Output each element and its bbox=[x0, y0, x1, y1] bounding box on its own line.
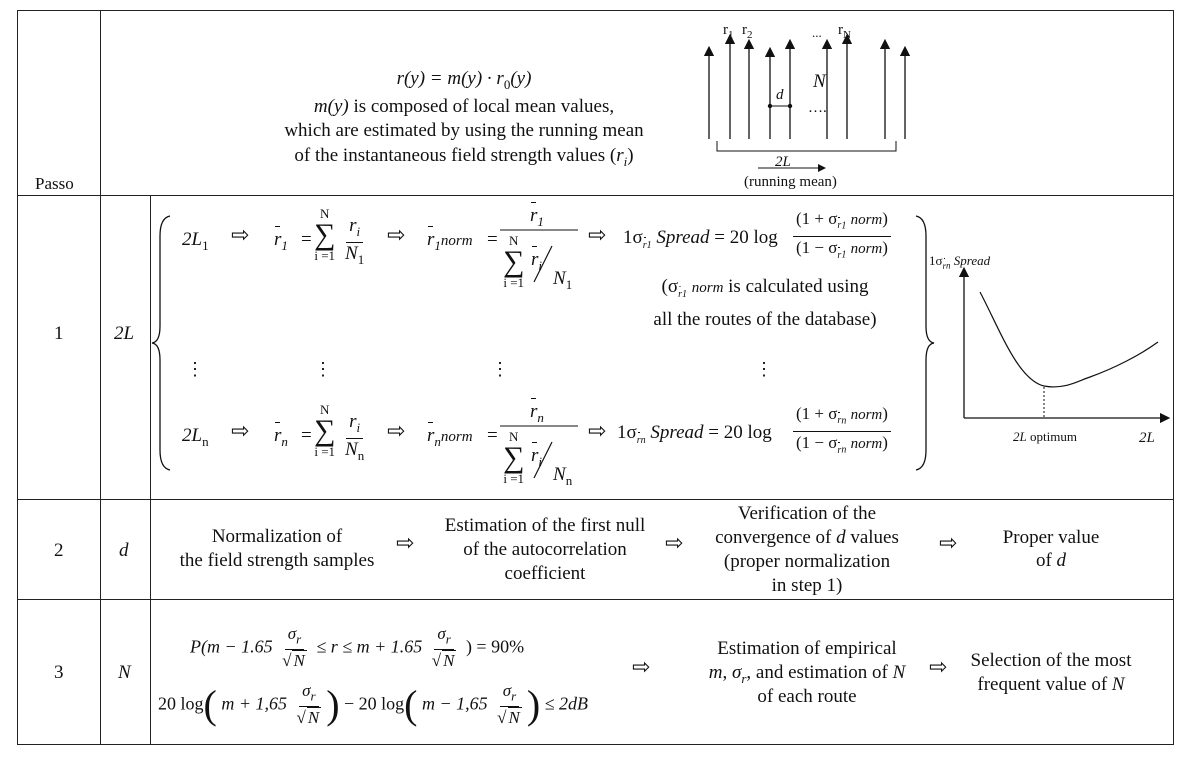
box1-line2: the field strength samples bbox=[179, 550, 375, 571]
norm-ri-1: ri bbox=[531, 249, 543, 273]
spread-frac-1: (1 + σr1 norm)(1 − σr1 norm) bbox=[793, 209, 891, 267]
norm-ri-n: ri bbox=[531, 445, 543, 469]
rbar-n: rn bbox=[274, 425, 288, 449]
label-r2: r2 bbox=[742, 22, 753, 41]
spread-graph bbox=[958, 266, 1170, 424]
spread-lhs-1: 1σr1 Spread = 20 log bbox=[623, 227, 778, 251]
label-rN: rN bbox=[838, 22, 851, 41]
desc-line-2: which are estimated by using the running… bbox=[284, 120, 644, 141]
label-d: d bbox=[776, 87, 784, 103]
label-running-mean: (running mean) bbox=[744, 174, 837, 190]
label-r1: r1 bbox=[723, 22, 734, 41]
label-N: N bbox=[813, 71, 826, 92]
param-2L: 2L bbox=[114, 323, 135, 344]
left-brace bbox=[151, 215, 171, 471]
note-line-1: (σr1 norm is calculated using bbox=[661, 276, 869, 300]
box3-line4: in step 1) bbox=[771, 575, 843, 596]
est-line2: m, σr, and estimation of N bbox=[708, 662, 906, 686]
box4-line2: of d bbox=[1035, 550, 1067, 571]
select-line2: frequent value of N bbox=[977, 674, 1125, 695]
param-N: N bbox=[118, 662, 131, 683]
vdots-2: ⋮ bbox=[314, 359, 332, 379]
eq-nb: = bbox=[487, 425, 498, 446]
label-dots-top: ... bbox=[812, 25, 822, 40]
select-line1: Selection of the most bbox=[970, 650, 1132, 671]
spread-lhs-n: 1σrn Spread = 20 log bbox=[617, 422, 772, 446]
eq-1: = bbox=[301, 229, 312, 250]
arrow-nb: ⇨ bbox=[387, 419, 406, 444]
rnorm-1: r1norm bbox=[427, 229, 473, 253]
sum-n: N∑i =1 bbox=[314, 402, 336, 459]
norm-sum-n: N∑i =1 bbox=[503, 429, 525, 486]
rnorm-n: rnnorm bbox=[427, 425, 473, 449]
box2-line3: coefficient bbox=[504, 563, 586, 584]
box3-line1: Verification of the bbox=[737, 503, 877, 524]
arrow-na: ⇨ bbox=[231, 419, 250, 444]
arrow-nc: ⇨ bbox=[588, 419, 607, 444]
step-2: 2 bbox=[54, 540, 64, 561]
graph-xlabel: 2L bbox=[1139, 430, 1155, 446]
arrow-1a: ⇨ bbox=[231, 223, 250, 248]
vdots-3: ⋮ bbox=[491, 359, 509, 379]
vdots-1: ⋮ bbox=[186, 359, 204, 379]
box4-line1: Proper value bbox=[1002, 527, 1100, 548]
step-3: 3 bbox=[54, 662, 64, 683]
norm-N1: N1 bbox=[553, 268, 573, 292]
norm-sum-1: N∑i =1 bbox=[503, 233, 525, 290]
desc-line-3: of the instantaneous field strength valu… bbox=[294, 145, 634, 169]
label-2L: 2L bbox=[775, 154, 791, 170]
box3-line2: convergence of d values bbox=[715, 527, 899, 548]
norm-bar-1 bbox=[500, 229, 578, 231]
norm-num-1: r1 bbox=[530, 205, 544, 229]
rbar-1: r1 bbox=[274, 229, 288, 253]
ineq-formula: 20 log( m + 1,65 σr√N) − 20 log( m − 1,6… bbox=[158, 681, 589, 728]
norm-Nn: Nn bbox=[553, 464, 573, 488]
note-line-2: all the routes of the database) bbox=[653, 309, 877, 330]
prob-formula: P(m − 1.65 σr√N ≤ r ≤ m + 1.65 σr√N ) = … bbox=[190, 624, 525, 671]
right-brace bbox=[915, 215, 935, 471]
norm-bar-n bbox=[500, 425, 578, 427]
box2-line1: Estimation of the first null bbox=[444, 515, 646, 536]
arrow-3b: ⇨ bbox=[929, 655, 948, 680]
arrow-3a: ⇨ bbox=[632, 655, 651, 680]
eq-n: = bbox=[301, 425, 312, 446]
arrow-2b: ⇨ bbox=[665, 531, 684, 556]
arrow-2c: ⇨ bbox=[939, 531, 958, 556]
eq-1b: = bbox=[487, 229, 498, 250]
est-line3: of each route bbox=[757, 686, 857, 707]
graph-ylabel: 1σrn Spread bbox=[929, 253, 991, 271]
box3-line3: (proper normalization bbox=[723, 551, 891, 572]
desc-line-1: m(y) is composed of local mean values, bbox=[313, 96, 615, 117]
param-d: d bbox=[119, 540, 129, 561]
label-dots-mid: …. bbox=[808, 100, 827, 116]
box1-line1: Normalization of bbox=[211, 526, 343, 547]
arrow-2a: ⇨ bbox=[396, 531, 415, 556]
arrow-1c: ⇨ bbox=[588, 223, 607, 248]
vdots-4: ⋮ bbox=[755, 359, 773, 379]
slash-n bbox=[533, 441, 553, 479]
est-line1: Estimation of empirical bbox=[717, 638, 897, 659]
box2-line2: of the autocorrelation bbox=[463, 539, 627, 560]
graph-optimum-label: 2L optimum bbox=[1013, 429, 1077, 444]
norm-num-n: rn bbox=[530, 401, 544, 425]
step-column-header: Passo bbox=[35, 174, 74, 193]
spread-frac-n: (1 + σrn norm)(1 − σrn norm) bbox=[793, 404, 891, 462]
sum-1: N∑i =1 bbox=[314, 206, 336, 263]
L1-label: 2L1 bbox=[182, 229, 209, 253]
running-mean-diagram bbox=[703, 33, 911, 172]
slash-1 bbox=[533, 245, 553, 283]
Ln-label: 2Ln bbox=[182, 425, 209, 449]
formula-r: r(y) = m(y) · r0(y) bbox=[396, 68, 532, 92]
step-1: 1 bbox=[54, 323, 64, 344]
arrow-1b: ⇨ bbox=[387, 223, 406, 248]
